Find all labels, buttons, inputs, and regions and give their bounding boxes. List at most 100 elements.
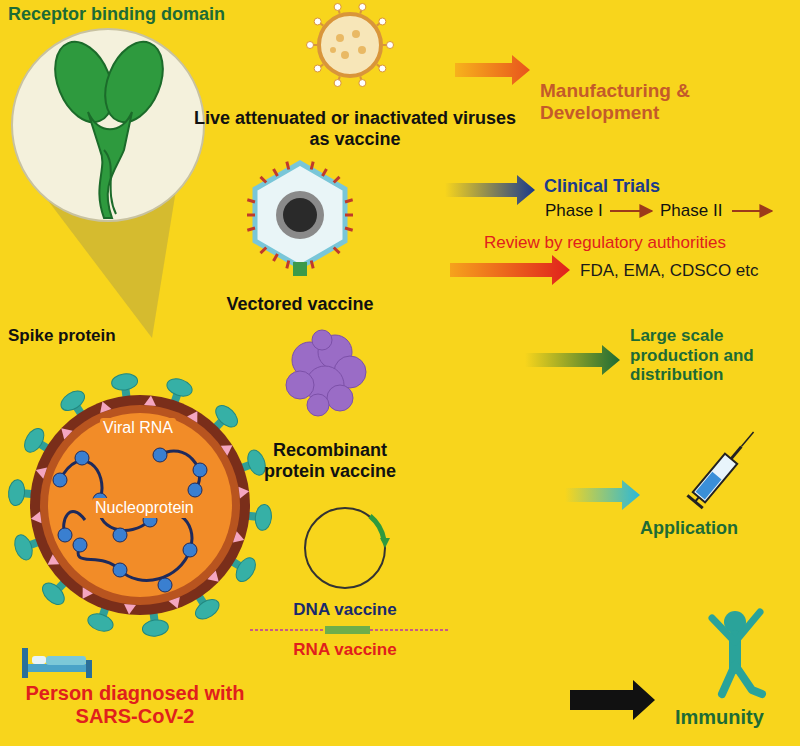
vector-icon-part: [311, 261, 313, 269]
virus-icon-part: [314, 18, 321, 25]
virus-icon-part: [359, 80, 366, 87]
dna-plasmid-part: [380, 538, 390, 548]
sars-cov-2-virus-part-part: [61, 428, 72, 439]
sars-cov-2-virus-part-part: [111, 372, 139, 391]
sars-cov-2-virus-part-part: [113, 528, 127, 542]
label: FDA, EMA, CDSCO etc: [580, 261, 790, 281]
sars-cov-2-virus-part-part: [169, 597, 180, 608]
sars-cov-2-virus-part-part: [238, 487, 249, 499]
rbd-magnifier-part: [88, 112, 132, 218]
vector-icon-part: [334, 177, 340, 183]
virus-icon-part: [341, 51, 349, 59]
vector-icon-part: [260, 248, 266, 254]
sars-cov-2-virus-part-part: [221, 445, 233, 455]
vector-icon-part: [293, 262, 307, 276]
dna-plasmid: [305, 508, 390, 588]
virus-icon-part: [387, 42, 394, 49]
sars-cov-2-virus-part-part: [57, 387, 88, 415]
sars-cov-2-virus-part-part: [233, 531, 244, 542]
vector-icon: [247, 162, 353, 276]
label: Spike protein: [8, 326, 148, 346]
vector-icon-part: [274, 169, 278, 176]
sars-cov-2-virus-part: [60, 451, 200, 580]
virus-icon-part: [358, 46, 366, 54]
sars-cov-2-virus-part-part: [83, 587, 93, 599]
syringe-icon-part: [731, 447, 741, 459]
sars-cov-2-virus-part-part: [31, 511, 42, 523]
virus-icon-part: [334, 80, 341, 87]
vector-icon-part: [247, 228, 255, 230]
rbd-magnifier: [12, 29, 204, 221]
protein-icon-part: [307, 394, 329, 416]
sars-cov-2-virus-part-part: [75, 451, 89, 465]
sars-cov-2-virus-part-part: [48, 554, 60, 564]
sars-cov-2-virus-part-part: [113, 563, 127, 577]
vector-icon-part: [287, 162, 289, 170]
virus-icon: [307, 3, 394, 86]
vector-icon-part: [283, 198, 317, 232]
label: Live attenuated or inactivated viruses a…: [190, 108, 520, 149]
vector-icon-part: [334, 248, 340, 254]
sars-cov-2-virus-part: [48, 413, 232, 597]
label: Viral RNA: [100, 418, 176, 438]
vector-icon-part: [260, 177, 266, 183]
virus-icon-part: [359, 3, 366, 10]
syringe-icon-part: [741, 432, 753, 447]
label: Clinical Trials: [544, 176, 744, 197]
virus-icon-part: [319, 14, 381, 76]
patient-bed-icon-part: [22, 648, 28, 678]
sars-cov-2-virus-part-part: [58, 528, 72, 542]
label: Manufacturing & Development: [540, 80, 770, 124]
sars-cov-2-virus-part-part: [21, 425, 48, 456]
sars-cov-2-virus-part-part: [188, 483, 202, 497]
vector-icon-part: [247, 214, 255, 217]
patient-bed-icon-part: [86, 660, 92, 678]
sars-cov-2-virus-part-part: [73, 538, 87, 552]
label: Application: [640, 518, 780, 539]
sars-cov-2-virus-part-part: [192, 595, 223, 623]
dna-plasmid-part: [305, 508, 385, 588]
label: Receptor binding domain: [8, 4, 268, 25]
sars-cov-2-virus-part-part: [254, 504, 273, 531]
sars-cov-2-virus-part-part: [183, 543, 197, 557]
person-icon-part: [722, 665, 762, 694]
vector-icon-part: [345, 214, 353, 217]
sars-cov-2-virus-part: [53, 448, 207, 592]
label: Immunity: [675, 706, 790, 729]
vector-icon-part: [345, 228, 353, 230]
sars-cov-2-virus-part-part: [100, 402, 111, 413]
person-icon: [712, 611, 762, 694]
sars-cov-2-virus-part: [31, 396, 249, 615]
sars-cov-2-virus: [7, 372, 272, 637]
vector-icon-part: [345, 200, 353, 202]
virus-icon-part: [334, 3, 341, 10]
virus-icon-part: [307, 42, 314, 49]
person-icon-part: [712, 612, 760, 642]
vector-icon-part: [255, 163, 345, 267]
label: Review by regulatory authorities: [484, 233, 794, 253]
sars-cov-2-virus-part: [30, 395, 250, 615]
virus-icon-part: [336, 34, 344, 42]
vector-icon-part: [287, 261, 289, 269]
protein-icon-part: [312, 330, 332, 350]
sars-cov-2-virus-part-part: [232, 554, 259, 585]
rbd-magnifier-part: [104, 150, 116, 214]
sars-cov-2-virus-part-part: [86, 611, 116, 634]
syringe-icon-part: [696, 472, 722, 500]
label: RNA vaccine: [265, 640, 425, 660]
arrow: [565, 480, 640, 510]
vector-icon-part: [311, 162, 313, 170]
sars-cov-2-virus-part-part: [144, 396, 156, 407]
rbd-magnifier-part: [12, 29, 204, 221]
dna-plasmid-part: [370, 516, 384, 540]
protein-icon-part: [327, 385, 353, 411]
virus-icon-part: [379, 65, 386, 72]
rbd-magnifier-part: [94, 33, 174, 130]
vector-icon-part: [274, 254, 278, 261]
sars-cov-2-virus-part-part: [124, 604, 136, 615]
arrow: [455, 55, 530, 85]
virus-icon-part: [314, 65, 321, 72]
sars-cov-2-virus-part-part: [165, 376, 195, 399]
label: Phase II: [660, 201, 735, 221]
